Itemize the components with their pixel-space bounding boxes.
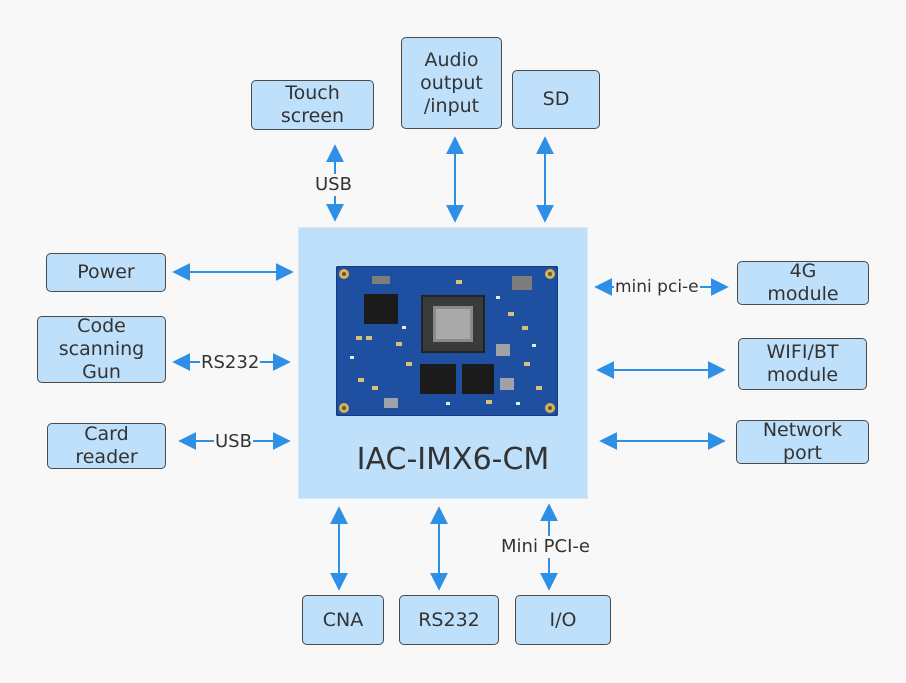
- pcb-board-image: [336, 266, 558, 416]
- 4g-module-box: 4G module: [737, 260, 869, 305]
- io-pcie-label: Mini PCI-e: [500, 536, 591, 558]
- touch-screen-box: Touch screen: [251, 80, 374, 130]
- card-reader-box: Card reader: [47, 423, 166, 469]
- card-usb-label: USB: [214, 431, 253, 453]
- wifi-bt-module-box: WIFI/BT module: [738, 338, 867, 390]
- io-box: I/O: [515, 595, 611, 645]
- sd-box: SD: [512, 70, 600, 129]
- touch-usb-label: USB: [314, 174, 353, 196]
- code-rs232-label: RS232: [200, 352, 261, 374]
- code-scanning-gun-box: Code scanning Gun: [37, 315, 166, 383]
- power-box: Power: [46, 253, 166, 292]
- network-port-box: Network port: [736, 419, 869, 464]
- 4g-pcie-label: mini pci-e: [614, 276, 700, 298]
- core-module-title: IAC-IMX6-CM: [356, 442, 550, 477]
- rs232-bottom-box: RS232: [399, 595, 499, 645]
- cna-box: CNA: [302, 595, 384, 645]
- audio-box: Audio output /input: [401, 37, 502, 129]
